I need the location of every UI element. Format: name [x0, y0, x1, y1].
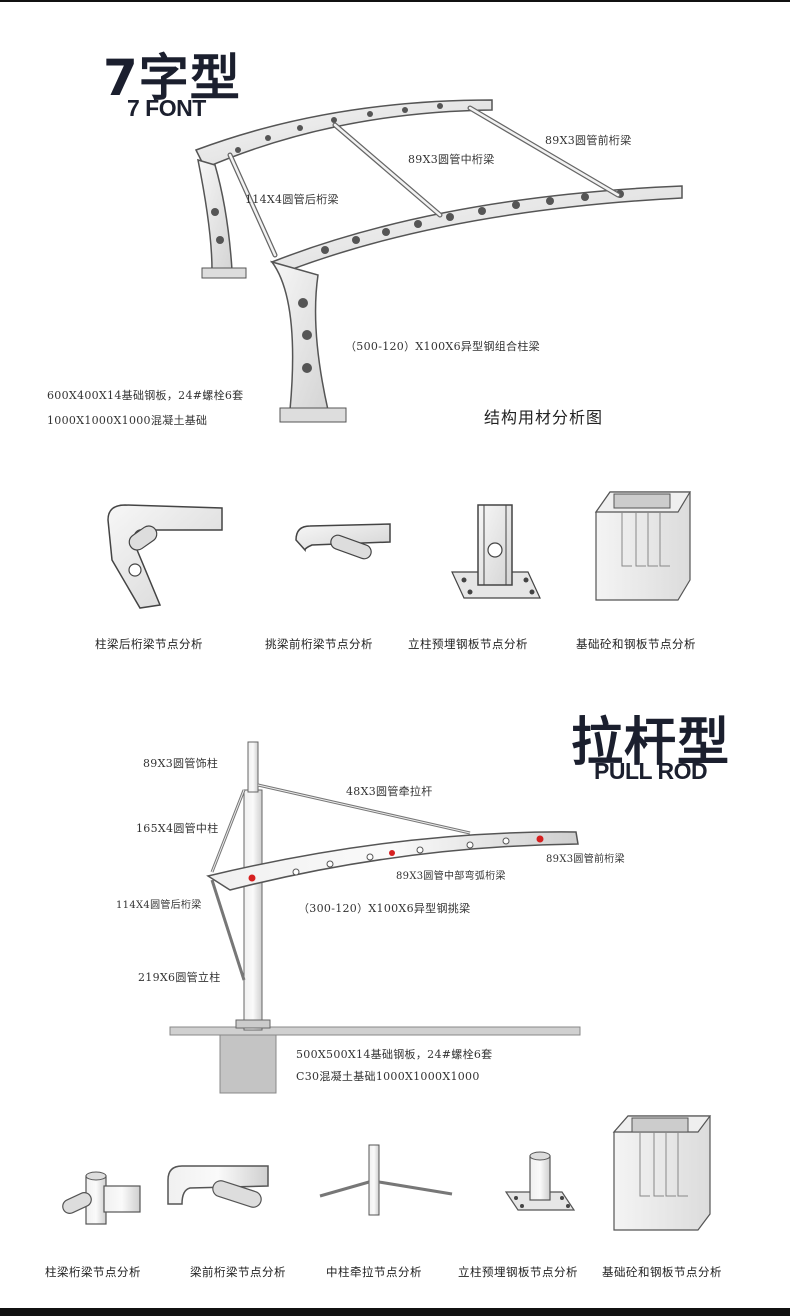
label-front-beam: 89X3圆管前桁梁 [545, 134, 632, 147]
section1-title-en: 7 FONT [127, 95, 206, 121]
node-cantilever-front-beam [295, 523, 391, 560]
node-label-2: 挑梁前桁梁节点分析 [265, 637, 373, 651]
seven-shaped-diagram [107, 99, 692, 609]
node-column-rear-beam [107, 504, 223, 609]
section2-title-cn: 拉杆型 [571, 713, 731, 773]
label-rear-purlin: 114X4圆管后桁梁 [116, 900, 202, 911]
node2-label-2: 梁前桁梁节点分析 [190, 1265, 286, 1279]
label-decor-column: 89X3圆管饰柱 [143, 757, 219, 770]
node-column-beam [62, 1171, 141, 1225]
front-arch-beam [270, 185, 683, 423]
pull-rod [210, 783, 471, 981]
label-rear-beam: 114X4圆管后桁梁 [245, 193, 339, 206]
label-pull-rod: 48X3圆管牵拉杆 [346, 785, 433, 798]
node-label-1: 柱梁后桁梁节点分析 [95, 637, 203, 651]
node-beam-front-purlin [167, 1165, 269, 1208]
label-mid-column: 165X4圆管中柱 [136, 822, 219, 835]
section2-title-en: PULL ROD [594, 758, 708, 784]
label-middle-beam: 89X3圆管中桁梁 [408, 153, 495, 166]
node-column-embedded-plate [451, 504, 541, 599]
label-front-purlin: 89X3圆管前桁梁 [546, 854, 625, 865]
node-column-embedded-plate-2 [504, 1151, 576, 1211]
node-foundation-block-2 [612, 1115, 712, 1231]
node2-label-5: 基础砼和钢板节点分析 [602, 1265, 722, 1279]
node-label-4: 基础砼和钢板节点分析 [576, 637, 696, 651]
section1-title-cn: 7字型 [103, 49, 241, 107]
label-column: 219X6圆管立柱 [138, 971, 221, 984]
rear-arch-beam [194, 99, 493, 279]
analysis-title: 结构用材分析图 [484, 408, 604, 427]
label-base-plate-2: 500X500X14基础钢板，24#螺栓6套 [296, 1048, 493, 1061]
node-foundation-block [594, 491, 692, 601]
main-column [235, 741, 271, 1031]
top-border [0, 0, 790, 2]
label-arc-beam: 89X3圆管中部弯弧桁梁 [396, 871, 506, 882]
node2-label-1: 柱梁桁梁节点分析 [45, 1265, 141, 1279]
ground-foundation [169, 1026, 581, 1094]
label-column-beam: （500-120）X100X6异型钢组合柱梁 [345, 340, 540, 353]
bottom-border [0, 1308, 790, 1316]
label-base-plate: 600X400X14基础钢板，24#螺栓6套 [47, 389, 244, 402]
cantilever-arc-beam [206, 831, 579, 891]
node2-label-3: 中柱牵拉节点分析 [326, 1265, 422, 1279]
label-foundation: 1000X1000X1000混凝土基础 [47, 414, 208, 427]
node-label-3: 立柱预埋钢板节点分析 [408, 637, 528, 651]
node2-label-4: 立柱预埋钢板节点分析 [458, 1265, 578, 1279]
label-cantilever: （300-120）X100X6异型钢挑梁 [298, 902, 471, 915]
label-foundation-2: C30混凝土基础1000X1000X1000 [296, 1070, 480, 1083]
node-mid-column-pull [319, 1144, 453, 1216]
